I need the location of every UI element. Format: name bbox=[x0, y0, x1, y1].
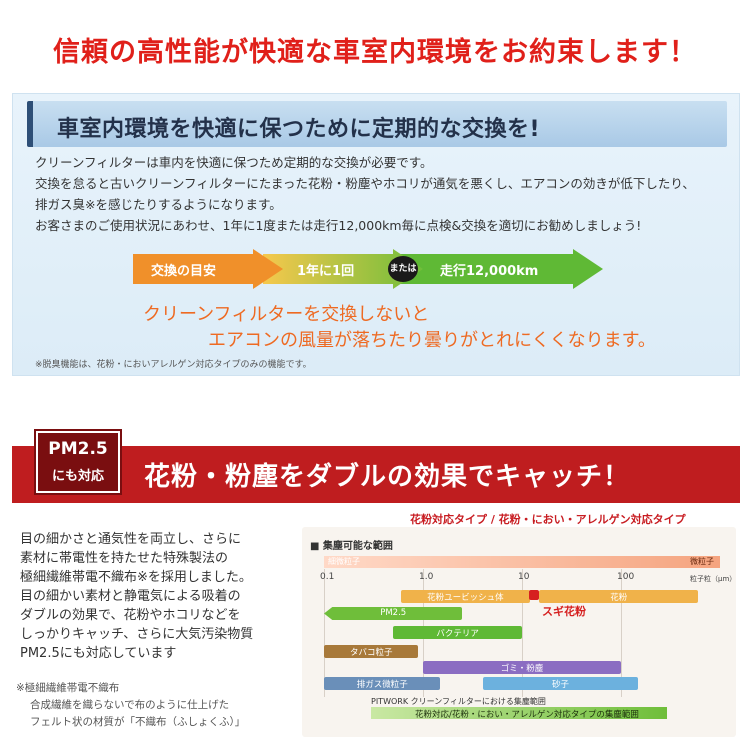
fine-particle-label: 細微粒子 bbox=[328, 557, 360, 566]
body-text-line: ダブルの効果で、花粉やホコリなどを bbox=[20, 608, 241, 623]
panel-text-line: クリーンフィルターは車内を快適に保つため定期的な交換が必要です。 bbox=[35, 155, 433, 170]
chart-title: ■ 集塵可能な範囲 bbox=[310, 541, 393, 552]
range-bar: バクテリア bbox=[393, 626, 522, 639]
range-bar: 排ガス微粒子 bbox=[324, 677, 441, 690]
arrow-guideline-label: 交換の目安 bbox=[151, 264, 217, 279]
pm25-badge: PM2.5 にも対応 bbox=[36, 431, 120, 493]
range-bar-label: バクテリア bbox=[436, 629, 479, 639]
arrow-mileage: 走行12,000km bbox=[378, 249, 603, 289]
footnote-line: フェルト状の材質が「不織布（ふしょくふ）」 bbox=[30, 716, 246, 728]
arrow-yearly-shape bbox=[263, 249, 423, 289]
deodorize-note: ※脱臭機能は、花粉・においアレルゲン対応タイプのみの機能です。 bbox=[35, 360, 312, 370]
arrow-mileage-shape bbox=[378, 249, 603, 289]
range-bar: 花粉 bbox=[539, 590, 699, 603]
range-bar-label: 砂子 bbox=[552, 680, 570, 690]
panel-text-line: 排ガス臭※を感じたりするようになります。 bbox=[35, 197, 282, 212]
body-text-line: 素材に帯電性を持たせた特殊製法の bbox=[20, 551, 229, 566]
range-bar: PM2.5 bbox=[324, 607, 463, 620]
footnote-line: 合成繊維を織らないで布のように仕上げた bbox=[30, 699, 230, 711]
range-bar: タバコ粒子 bbox=[324, 645, 419, 658]
arrow-guideline: 交換の目安 bbox=[133, 249, 283, 289]
sugi-marker-icon bbox=[529, 590, 539, 600]
warning-line: エアコンの風量が落ちたり曇りがとれにくくなります。 bbox=[208, 330, 656, 351]
warning-line: クリーンフィルターを交換しないと bbox=[143, 304, 430, 325]
chart-footer-caption: PITWORK クリーンフィルターにおける集塵範囲 bbox=[371, 697, 546, 706]
pm25-banner: PM2.5 にも対応 花粉・粉塵をダブルの効果でキャッチ！ bbox=[12, 431, 740, 503]
body-text-line: しっかりキャッチ、さらに大気汚染物質 bbox=[20, 627, 254, 642]
panel-banner: 車室内環境を快適に保つために定期的な交換を! bbox=[27, 101, 727, 147]
replacement-info-panel: 車室内環境を快適に保つために定期的な交換を! クリーンフィルターは車内を快適に保… bbox=[12, 93, 740, 376]
x-tick-label: 100 bbox=[617, 572, 635, 582]
range-bar: 花粉ユービッシュ体 bbox=[401, 590, 530, 603]
x-tick-label: 1.0 bbox=[419, 572, 434, 582]
particle-size-gradient-bar: 細微粒子 微粒子 bbox=[324, 556, 720, 568]
range-bar-label: 排ガス微粒子 bbox=[356, 680, 408, 690]
range-bar-label: 花粉 bbox=[610, 593, 628, 603]
range-bar: ゴミ・粉塵 bbox=[423, 661, 621, 674]
arrow-yearly-label: 1年に1回 bbox=[297, 264, 355, 279]
range-bar-label: タバコ粒子 bbox=[349, 648, 393, 658]
range-bar: 砂子 bbox=[482, 677, 639, 690]
range-bar-label: 花粉ユービッシュ体 bbox=[427, 593, 504, 603]
pm25-badge-subtitle: にも対応 bbox=[51, 469, 104, 484]
arrow-yearly: 1年に1回 bbox=[263, 249, 423, 289]
panel-banner-title: 車室内環境を快適に保つために定期的な交換を! bbox=[57, 117, 541, 142]
particle-size-chart: ■ 集塵可能な範囲 細微粒子 微粒子 粒子粒（μm） 0.1 1.0 10 100 花粉… bbox=[302, 527, 736, 737]
or-badge: または bbox=[388, 256, 418, 282]
arrow-mileage-label: 走行12,000km bbox=[440, 264, 539, 279]
axis-unit-label: 粒子粒（μm） bbox=[690, 575, 737, 583]
filter-type-label: 花粉対応タイプ / 花粉・におい・アレルゲン対応タイプ bbox=[410, 513, 686, 526]
chart-footer-bar: 花粉対応/花粉・におい・アレルゲン対応タイプの集塵範囲 bbox=[371, 707, 667, 720]
pm25-badge-title: PM2.5 bbox=[48, 439, 108, 459]
x-tick-label: 10 bbox=[518, 572, 530, 582]
sugi-pollen-label: スギ花粉 bbox=[542, 605, 586, 618]
panel-text-line: お客さまのご使用状況にあわせ、1年に1度または走行12,000km毎に点検&交換… bbox=[35, 218, 642, 233]
x-tick-label: 0.1 bbox=[320, 572, 335, 582]
body-text-line: PM2.5にも対応しています bbox=[20, 646, 177, 661]
grid-line bbox=[621, 569, 622, 697]
chart-plot-area: 0.1 1.0 10 100 花粉ユービッシュ体 花粉 PM2.5 バクテリアタバコ粒子ゴミ・… bbox=[302, 527, 736, 737]
range-bar-label: PM2.5 bbox=[380, 608, 407, 618]
coarse-particle-label: 微粒子 bbox=[690, 557, 714, 566]
pm25-banner-title: 花粉・粉塵をダブルの効果でキャッチ！ bbox=[144, 462, 631, 492]
range-bar-label: ゴミ・粉塵 bbox=[500, 664, 544, 674]
grid-line bbox=[324, 569, 325, 697]
body-text-line: 極細繊維帯電不織布※を採用しました。 bbox=[20, 570, 252, 585]
footnote-title: ※極細繊維帯電不織布 bbox=[16, 682, 120, 694]
grid-line bbox=[522, 569, 523, 697]
panel-text-line: 交換を怠ると古いクリーンフィルターにたまった花粉・粉塵やホコリが通気を悪くし、エ… bbox=[35, 176, 695, 191]
body-text-line: 目の細かい素材と静電気による吸着の bbox=[20, 589, 241, 604]
chart-footer-bar-label: 花粉対応/花粉・におい・アレルゲン対応タイプの集塵範囲 bbox=[415, 710, 639, 720]
page-headline: 信頼の高性能が快適な車室内環境をお約束します！ bbox=[53, 37, 697, 68]
body-text-line: 目の細かさと通気性を両立し、さらに bbox=[20, 532, 242, 547]
arrow-guideline-shape bbox=[133, 249, 283, 289]
